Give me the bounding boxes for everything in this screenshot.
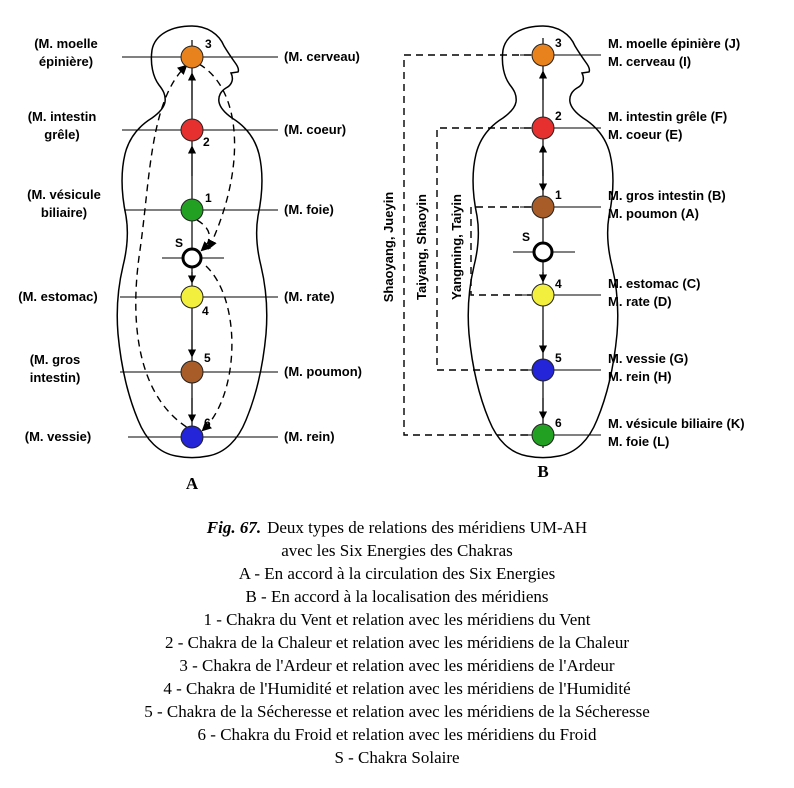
caption-legend-6: 6 - Chakra du Froid et relation avec les… (197, 725, 597, 744)
chakra-number: 4 (555, 277, 562, 291)
caption-legend-a: A - En accord à la circulation des Six E… (238, 564, 556, 583)
figure-a: 3 2 1 4 5 6 S (M. moelle épinière) (M. i… (18, 25, 362, 493)
caption-legend-2: 2 - Chakra de la Chaleur et relation ave… (164, 633, 629, 652)
figure-a-letter: A (186, 474, 199, 493)
chakra-3-circle-a (180, 45, 204, 69)
chakra-5-circle-b (531, 358, 555, 382)
meridian-label: épinière) (39, 54, 93, 69)
meridian-chakra-diagram: 3 2 1 4 5 6 S (M. moelle épinière) (M. i… (18, 25, 745, 493)
chakra-number: 2 (555, 109, 562, 123)
meridian-label: M. vésicule biliaire (K) (608, 416, 745, 431)
solar-chakra-symbol-b (532, 241, 554, 263)
chakra-number: 2 (203, 135, 210, 149)
meridian-label: (M. estomac) (18, 289, 97, 304)
figure-b: Shaoyang, Jueyin Taiyang, Shaoyin Yangmi… (381, 25, 745, 481)
meridian-label: (M. foie) (284, 202, 334, 217)
meridian-label: M. coeur (E) (608, 127, 682, 142)
caption-legend-b: B - En accord à la localisation des méri… (245, 587, 549, 606)
caption-legend-s: S - Chakra Solaire (334, 748, 460, 767)
caption-legend-5: 5 - Chakra de la Sécheresse et relation … (144, 702, 650, 721)
chakra-4-circle-a (180, 285, 204, 309)
meridian-label: grêle) (44, 127, 79, 142)
energy-label-taiyang-shaoyin: Taiyang, Shaoyin (414, 194, 429, 300)
meridian-label: (M. vessie) (25, 429, 91, 444)
meridian-label: (M. intestin (28, 109, 97, 124)
chakra-number: 5 (204, 351, 211, 365)
chakra-2-circle-a (180, 118, 204, 142)
meridian-label: M. moelle épinière (J) (608, 36, 740, 51)
meridian-pair-bracket-outer (403, 54, 531, 436)
chakra-number: 6 (555, 416, 562, 430)
figure-caption: Fig. 67. Deux types de relations des méri… (0, 502, 794, 769)
chakra-number: 3 (555, 36, 562, 50)
meridian-label: (M. moelle (34, 36, 98, 51)
caption-title-line: Fig. 67. Deux types de relations des méri… (0, 516, 794, 539)
meridian-label: (M. rate) (284, 289, 335, 304)
chakra-6-circle-b (531, 423, 555, 447)
solar-chakra-symbol-a (181, 247, 203, 269)
caption-legend-4: 4 - Chakra de l'Humidité et relation ave… (163, 679, 631, 698)
meridian-label: (M. vésicule (27, 187, 101, 202)
caption-subtitle: avec les Six Energies des Chakras (281, 541, 513, 560)
chakra-5-circle-a (180, 360, 204, 384)
chakra-3-circle-b (531, 43, 555, 67)
meridian-label: M. foie (L) (608, 434, 669, 449)
meridian-label: M. intestin grêle (F) (608, 109, 727, 124)
chakra-number: 1 (555, 188, 562, 202)
meridian-label: M. rein (H) (608, 369, 672, 384)
chakra-6-circle-a (180, 425, 204, 449)
chakra-4-circle-b (531, 283, 555, 307)
meridian-label: (M. rein) (284, 429, 335, 444)
chakra-number: 3 (205, 37, 212, 51)
figure-b-letter: B (537, 462, 548, 481)
circulation-dashed-left-arc (135, 64, 198, 434)
caption-legend-1: 1 - Chakra du Vent et relation avec les … (203, 610, 591, 629)
meridian-label: (M. coeur) (284, 122, 346, 137)
chakra-1-circle-b (531, 195, 555, 219)
meridian-label: M. rate (D) (608, 294, 672, 309)
chakra-number: 6 (204, 416, 211, 430)
solar-chakra-label: S (175, 236, 183, 250)
meridian-label: biliaire) (41, 205, 87, 220)
chakra-number: 4 (202, 304, 209, 318)
meridian-label: (M. gros (30, 352, 81, 367)
caption-title: Deux types de relations des méridiens UM… (267, 518, 588, 537)
meridian-label: M. cerveau (I) (608, 54, 691, 69)
meridian-label: M. estomac (C) (608, 276, 700, 291)
solar-chakra-label: S (522, 230, 530, 244)
chakra-number: 1 (205, 191, 212, 205)
meridian-label: M. poumon (A) (608, 206, 699, 221)
meridian-label: intestin) (30, 370, 81, 385)
energy-label-yangming-taiyin: Yangming, Taiyin (449, 194, 464, 300)
meridian-pair-bracket-inner (470, 206, 531, 296)
meridian-label: M. vessie (G) (608, 351, 688, 366)
circulation-dashed-right-bottom-arc (201, 265, 233, 432)
meridian-label: (M. cerveau) (284, 49, 360, 64)
meridian-label: M. gros intestin (B) (608, 188, 726, 203)
meridian-label: (M. poumon) (284, 364, 362, 379)
circulation-dashed-right-top-arc (198, 63, 236, 250)
figure-number: Fig. 67. (206, 518, 262, 537)
chakra-1-circle-a (180, 198, 204, 222)
circulation-dashed-small-arc (196, 219, 212, 252)
chakra-2-circle-b (531, 116, 555, 140)
chakra-number: 5 (555, 351, 562, 365)
energy-label-shaoyang-jueyin: Shaoyang, Jueyin (381, 192, 396, 303)
caption-legend-3: 3 - Chakra de l'Ardeur et relation avec … (179, 656, 615, 675)
